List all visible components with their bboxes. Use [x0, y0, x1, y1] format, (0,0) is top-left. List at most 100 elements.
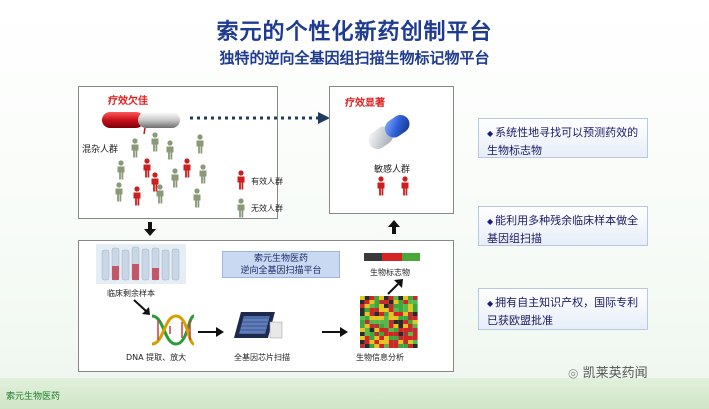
heatmap-cell — [384, 332, 389, 336]
heatmap-cell — [408, 328, 413, 332]
heatmap-cell — [379, 340, 384, 344]
heatmap-cell — [403, 324, 408, 328]
heatmap-cell — [379, 312, 384, 316]
heatmap-cell — [393, 344, 399, 348]
heatmap-cell — [360, 296, 365, 300]
capsule-effective-icon — [368, 114, 410, 150]
heatmap-cell — [360, 300, 365, 304]
heatmap-cell — [388, 316, 394, 320]
heatmap-cell — [374, 340, 380, 344]
heatmap-cell — [384, 300, 389, 304]
heatmap-cell — [393, 296, 399, 300]
heatmap-cell — [384, 344, 389, 348]
effect-significant-label: 疗效显著 — [345, 98, 385, 109]
heatmap-cell — [393, 312, 399, 316]
gene-chip-icon — [233, 312, 283, 339]
heatmap-cell — [388, 308, 394, 312]
heatmap-cell — [412, 312, 418, 316]
heatmap-cell — [388, 324, 394, 328]
heatmap-cell — [398, 324, 404, 328]
heatmap-cell — [369, 300, 375, 304]
mixed-people-group — [115, 132, 207, 208]
sensitive-people-group — [377, 176, 409, 196]
biomarker-label: 生物标志物 — [370, 268, 410, 277]
heatmap-cell — [408, 300, 413, 304]
heatmap-cell — [393, 328, 399, 332]
arrow-chip-to-bioinfo — [322, 327, 348, 337]
heatmap-cell — [364, 332, 370, 336]
heatmap-cell — [393, 332, 399, 336]
heatmap-cell — [408, 336, 413, 340]
heatmap-cell — [379, 316, 384, 320]
heatmap-cell — [398, 316, 404, 320]
heatmap-cell — [388, 296, 394, 300]
bullet-icon: ◆ — [487, 129, 494, 138]
heatmap-cell — [374, 344, 380, 348]
heatmap-cell — [388, 332, 394, 336]
heatmap-cell — [388, 300, 394, 304]
heatmap-cell — [360, 308, 365, 312]
heatmap-cell — [384, 296, 389, 300]
heatmap-cell — [403, 328, 408, 332]
heatmap-cell — [412, 296, 418, 300]
heatmap-cell — [393, 340, 399, 344]
heatmap-cell — [369, 344, 375, 348]
heatmap-cell — [412, 332, 418, 336]
heatmap-cell — [360, 332, 365, 336]
heatmap-cell — [393, 308, 399, 312]
arrow-bioinfo-to-biomarker — [387, 279, 403, 295]
footer-company: 索元生物医药 — [6, 392, 61, 402]
platform-box: 索元生物医药 逆向全基因扫描平台 — [222, 251, 340, 278]
heatmap-cell — [388, 328, 394, 332]
heatmap-cell — [360, 328, 365, 332]
dna-label: DNA 提取、放大 — [126, 353, 187, 362]
heatmap-cell — [403, 340, 408, 344]
heatmap-cell — [369, 320, 375, 324]
heatmap-cell — [398, 332, 404, 336]
heatmap-cell — [369, 316, 375, 320]
heatmap-cell — [403, 336, 408, 340]
heatmap-cell — [374, 332, 380, 336]
up-arrow — [388, 220, 400, 234]
heatmap-cell — [388, 320, 394, 324]
heatmap-cell — [379, 320, 384, 324]
heatmap-cell — [374, 312, 380, 316]
heatmap-cell — [403, 296, 408, 300]
heatmap-cell — [408, 308, 413, 312]
heatmap-cell — [374, 308, 380, 312]
heatmap-image — [360, 296, 418, 348]
heatmap-cell — [374, 304, 380, 308]
heatmap-cell — [403, 344, 408, 348]
heatmap-cell — [360, 324, 365, 328]
heatmap-cell — [384, 336, 389, 340]
heatmap-cell — [388, 336, 394, 340]
heatmap-cell — [384, 320, 389, 324]
heatmap-cell — [369, 324, 375, 328]
heatmap-cell — [388, 340, 394, 344]
heatmap-cell — [398, 336, 404, 340]
heatmap-cell — [379, 296, 384, 300]
heatmap-cell — [403, 304, 408, 308]
heatmap-cell — [403, 300, 408, 304]
clinical-samples-label: 临床剩余样本 — [107, 289, 155, 298]
heatmap-cell — [374, 324, 380, 328]
heatmap-cell — [374, 296, 380, 300]
heatmap-cell — [384, 316, 389, 320]
heatmap-cell — [412, 340, 418, 344]
heatmap-cell — [412, 336, 418, 340]
heatmap-cell — [369, 332, 375, 336]
heatmap-cell — [408, 340, 413, 344]
heatmap-cell — [393, 324, 399, 328]
heatmap-cell — [403, 308, 408, 312]
mixed-population-label: 混杂人群 — [82, 145, 119, 155]
heatmap-cell — [369, 336, 375, 340]
benefit-text: 系统性地寻找可以预测药效的生物标志物 — [487, 126, 639, 157]
heatmap-cell — [369, 304, 375, 308]
legend-ineffective-icon — [237, 198, 245, 218]
chip-scan-label: 全基因芯片扫描 — [234, 353, 290, 362]
capsule-poor-icon — [102, 112, 180, 135]
legend-ineffective-label: 无效人群 — [251, 204, 283, 213]
heatmap-cell — [379, 332, 384, 336]
heatmap-cell — [398, 312, 404, 316]
heatmap-cell — [374, 328, 380, 332]
